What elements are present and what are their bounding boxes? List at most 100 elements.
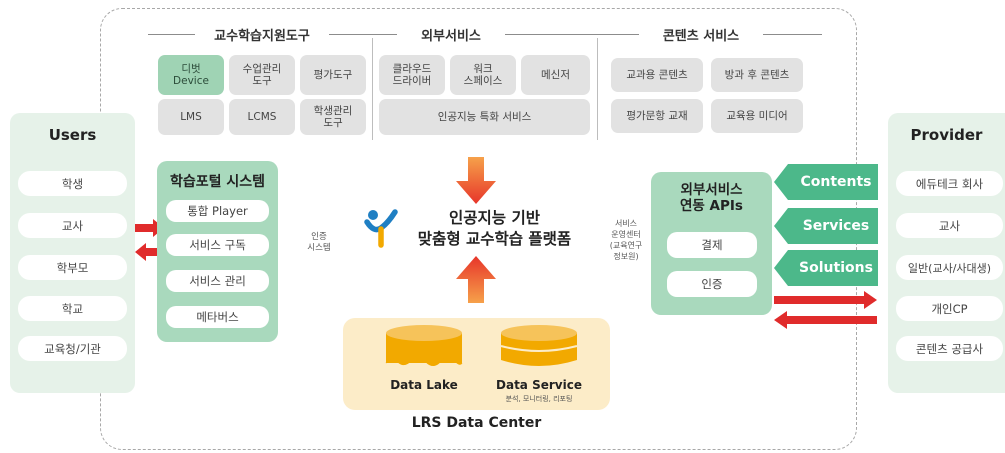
data-lake-label: Data Lake — [390, 378, 458, 392]
teaching-tools-title: 교수학습지원도구 — [214, 29, 310, 44]
assessment-items-box[interactable]: 평가문항 교재 — [611, 99, 703, 133]
messenger-label: 메신저 — [541, 69, 570, 81]
portal-service-management[interactable]: 서비스 관리 — [166, 270, 269, 292]
edu-media-box[interactable]: 교육용 미디어 — [711, 99, 803, 133]
provider-individual-cp[interactable]: 개인CP — [896, 296, 1003, 321]
learning-portal-title: 학습포털 시스템 — [169, 174, 266, 190]
after-school-content-box[interactable]: 방과 후 콘텐츠 — [711, 58, 803, 92]
arrow-right-icon — [774, 291, 877, 309]
service-center-line-3: (교육연구 — [609, 241, 643, 250]
provider-teacher[interactable]: 교사 — [896, 213, 1003, 238]
content-services-title: 콘텐츠 서비스 — [662, 29, 740, 44]
ai-specialized-services-box[interactable]: 인공지능 특화 서비스 — [379, 99, 590, 135]
class-mgmt-label-2: 도구 — [252, 75, 272, 87]
user-education-office[interactable]: 교육청/기관 — [18, 336, 127, 361]
assessment-tool-label: 평가도구 — [313, 69, 353, 81]
lcms-box[interactable]: LCMS — [229, 99, 295, 135]
messenger-box[interactable]: 메신저 — [521, 55, 590, 95]
header-rule — [505, 34, 639, 35]
portal-metaverse[interactable]: 메타버스 — [166, 306, 269, 328]
user-student[interactable]: 학생 — [18, 171, 127, 196]
service-center-line-2: 운영센터 — [611, 230, 641, 239]
platform-title: 인공지능 기반 맞춤형 교수학습 플랫폼 — [402, 208, 587, 250]
section-divider — [372, 38, 373, 140]
auth-system-line-2: 시스템 — [307, 243, 331, 253]
header-rule — [763, 34, 822, 35]
portal-service-subscription[interactable]: 서비스 구독 — [166, 234, 269, 256]
provider-title: Provider — [910, 126, 983, 144]
digital-device-label-2: Device — [173, 75, 209, 87]
edu-media-label: 교육용 미디어 — [726, 110, 788, 122]
digital-device-label-1: 디벗 — [181, 63, 201, 75]
service-center-line-4: 정보원) — [613, 252, 639, 261]
data-service-cylinder-icon — [500, 325, 578, 366]
service-operation-center-label: 서비스 운영센터 (교육연구 정보원) — [603, 218, 649, 262]
api-authentication[interactable]: 인증 — [667, 271, 757, 297]
external-apis-title: 외부서비스 연동 APIs — [651, 182, 772, 214]
assessment-tool-box[interactable]: 평가도구 — [300, 55, 366, 95]
header-rule — [148, 34, 195, 35]
user-school[interactable]: 학교 — [18, 296, 127, 321]
api-provider-arrows — [774, 291, 877, 329]
cloud-drive-label-2: 드라이버 — [392, 75, 432, 87]
arrow-left-icon — [135, 243, 164, 261]
provider-tag-shapes — [774, 164, 878, 286]
data-service-label: Data Service — [496, 378, 582, 392]
lms-box[interactable]: LMS — [158, 99, 224, 135]
platform-title-line-1: 인공지능 기반 — [449, 209, 540, 227]
provider-general[interactable]: 일반(교사/사대생) — [896, 255, 1003, 280]
assessment-items-label: 평가문항 교재 — [626, 110, 688, 122]
ai-services-label: 인공지능 특화 서비스 — [437, 111, 532, 123]
header-rule — [329, 34, 397, 35]
workspace-label-1: 워크 — [473, 63, 493, 75]
provider-content-supplier[interactable]: 콘텐츠 공급사 — [896, 336, 1003, 361]
platform-title-line-2: 맞춤형 교수학습 플랫폼 — [417, 230, 572, 248]
api-payment[interactable]: 결제 — [667, 232, 757, 258]
users-title: Users — [48, 126, 97, 144]
solutions-tag-shape — [774, 250, 878, 286]
user-parent[interactable]: 학부모 — [18, 255, 127, 280]
auth-system-label: 인증 시스템 — [296, 232, 342, 254]
textbook-content-label: 교과용 콘텐츠 — [626, 69, 688, 81]
class-mgmt-label-1: 수업관리 — [242, 63, 282, 75]
down-arrow-icon — [456, 157, 496, 204]
auth-system-line-1: 인증 — [311, 232, 327, 242]
platform-logo-icon — [364, 209, 398, 248]
external-apis-title-2: 연동 APIs — [680, 198, 743, 214]
external-services-title: 외부서비스 — [421, 29, 481, 44]
users-portal-arrows — [135, 219, 164, 261]
cloud-drive-label-1: 클라우드 — [392, 63, 432, 75]
textbook-content-box[interactable]: 교과용 콘텐츠 — [611, 58, 703, 92]
services-tag: Services — [794, 208, 878, 244]
external-apis-title-1: 외부서비스 — [680, 182, 743, 198]
services-tag-shape — [774, 208, 878, 244]
after-school-content-label: 방과 후 콘텐츠 — [724, 69, 790, 81]
arrow-left-icon — [774, 311, 877, 329]
student-mgmt-label-2: 도구 — [323, 117, 343, 129]
solutions-tag-label: Solutions — [799, 260, 873, 276]
user-teacher[interactable]: 교사 — [18, 213, 127, 238]
contents-tag-shape — [774, 164, 878, 200]
arrow-right-icon — [135, 219, 164, 237]
lcms-label: LCMS — [247, 111, 277, 123]
service-center-line-1: 서비스 — [614, 219, 638, 228]
lms-label: LMS — [180, 111, 202, 123]
data-lake-cylinder-icon — [385, 325, 463, 366]
contents-tag-label: Contents — [800, 174, 872, 190]
contents-tag: Contents — [794, 164, 878, 200]
services-tag-label: Services — [802, 218, 870, 234]
section-divider — [597, 38, 598, 140]
solutions-tag: Solutions — [794, 250, 878, 286]
workspace-label-2: 스페이스 — [463, 75, 503, 87]
student-mgmt-label-1: 학생관리 — [313, 105, 353, 117]
lrs-data-center-title: LRS Data Center — [411, 415, 542, 431]
portal-integrated-player[interactable]: 통합 Player — [166, 200, 269, 222]
up-arrow-icon — [456, 256, 496, 303]
provider-edutech-company[interactable]: 에듀테크 회사 — [896, 171, 1003, 196]
data-service-subtitle: 분석, 모니터링, 리포팅 — [505, 395, 573, 403]
